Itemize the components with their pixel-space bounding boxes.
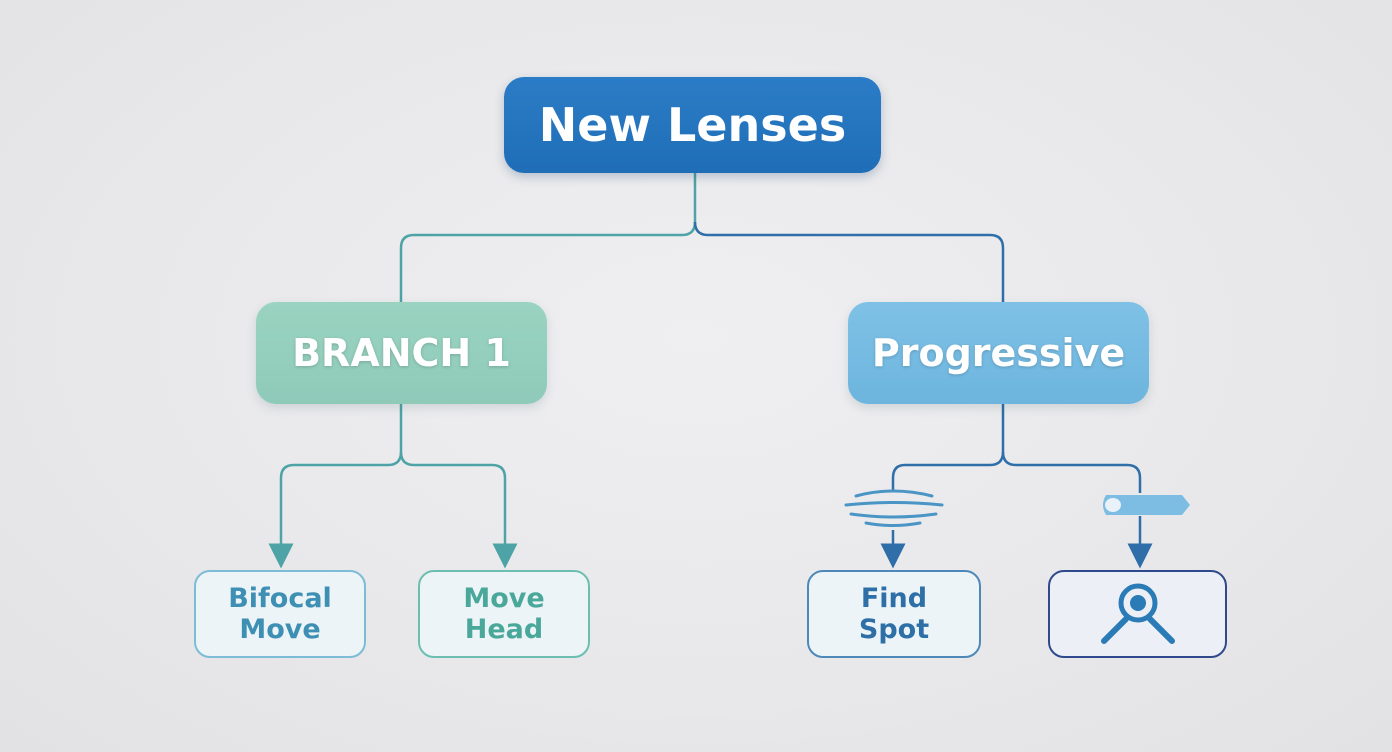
leaf-node-search [1048, 570, 1227, 658]
branch-node-1: BRANCH 1 [256, 302, 547, 404]
root-node-new-lenses: New Lenses [504, 77, 881, 173]
slider-pill-icon [1103, 495, 1190, 515]
connector-root-branch1 [399, 173, 697, 302]
magnifier-icon [1100, 583, 1175, 644]
wave-lines-icon [844, 489, 944, 527]
move-head-line2: Head [464, 614, 544, 645]
connector-branch1-bifocal [268, 404, 403, 569]
leaf-node-move-head: Move Head [418, 570, 590, 658]
connector-branch1-movehead [399, 451, 518, 569]
move-head-line1: Move [463, 583, 545, 614]
leaf-node-find-spot: Find Spot [807, 570, 981, 658]
connector-root-progressive [693, 221, 1005, 302]
find-spot-line2: Spot [858, 614, 930, 645]
bifocal-line1: Bifocal [228, 583, 332, 614]
connector-progressive-findspot [891, 404, 1005, 490]
branch-node-progressive: Progressive [848, 302, 1149, 404]
connector-progressive-search [1001, 451, 1142, 493]
branch-1-label: BRANCH 1 [292, 331, 511, 375]
leaf-node-bifocal-move: Bifocal Move [194, 570, 366, 658]
bifocal-line2: Move [239, 614, 321, 645]
root-label: New Lenses [538, 98, 847, 152]
progressive-label: Progressive [871, 331, 1126, 375]
find-spot-line1: Find [860, 583, 928, 614]
